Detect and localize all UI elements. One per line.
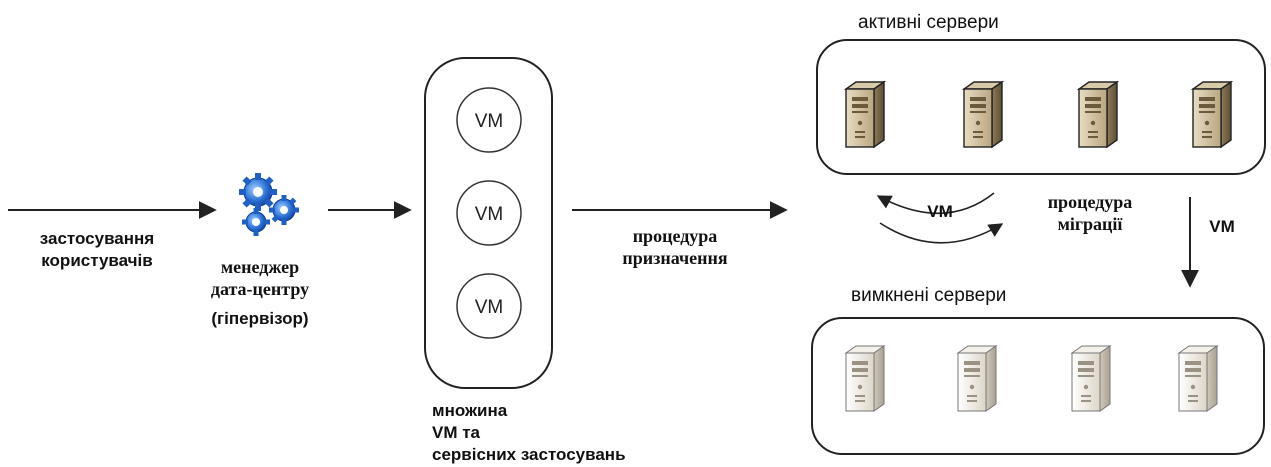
active-server-icon bbox=[1190, 80, 1234, 149]
off-server-icon bbox=[1070, 345, 1112, 412]
migration-vm-label: VM bbox=[927, 202, 953, 221]
active-servers-group bbox=[843, 80, 1234, 149]
active-servers-title: активні сервери bbox=[858, 12, 999, 33]
active-servers-container bbox=[816, 39, 1266, 175]
assignment-label: процедура призначення bbox=[600, 225, 750, 269]
active-server-icon bbox=[961, 80, 1005, 149]
off-servers-container bbox=[811, 317, 1265, 455]
manager-line3: (гіпервізор) bbox=[211, 309, 309, 328]
active-server-icon bbox=[843, 80, 887, 149]
user-apps-line2: користувачів bbox=[41, 251, 153, 270]
off-server-icon bbox=[956, 345, 998, 412]
vm-label: VM bbox=[475, 204, 504, 225]
off-server-icon bbox=[844, 345, 886, 412]
off-servers-group bbox=[844, 345, 1219, 412]
migration-arrow-up bbox=[876, 192, 995, 215]
vm-label: VM bbox=[475, 297, 504, 318]
migration-line1: процедура bbox=[1047, 192, 1133, 212]
off-servers-title: вимкнені сервери bbox=[851, 285, 1007, 306]
assignment-line2: призначення bbox=[622, 248, 728, 268]
manager-line1: менеджер bbox=[220, 257, 300, 277]
off-server-icon bbox=[1177, 345, 1219, 412]
vm-circle: VM bbox=[456, 180, 522, 246]
active-server-icon bbox=[1076, 80, 1120, 149]
gears-icon bbox=[239, 173, 299, 236]
user-apps-line1: застосування bbox=[39, 229, 155, 248]
migration-line2: міграції bbox=[1057, 214, 1123, 234]
vm-set-line3: сервісних застосувань bbox=[432, 445, 626, 464]
migration-label: процедура міграції bbox=[1030, 191, 1150, 235]
user-apps-label: застосування користувачів bbox=[22, 228, 172, 272]
manager-line2: дата-центру bbox=[210, 279, 310, 299]
vm-circle: VM bbox=[456, 273, 522, 339]
shutdown-vm-label: VM bbox=[1209, 217, 1235, 236]
vm-set-caption: множина VM та сервісних застосувань bbox=[432, 400, 626, 466]
vm-set-line2: VM та bbox=[432, 423, 481, 442]
vm-circle: VM bbox=[456, 87, 522, 153]
vm-set-container bbox=[424, 57, 553, 389]
vm-label: VM bbox=[475, 111, 504, 132]
assignment-line1: процедура bbox=[632, 226, 718, 246]
vm-set-line1: множина bbox=[432, 401, 508, 420]
migration-arrow-down bbox=[879, 222, 1004, 244]
manager-label: менеджер дата-центру (гіпервізор) bbox=[185, 256, 335, 330]
